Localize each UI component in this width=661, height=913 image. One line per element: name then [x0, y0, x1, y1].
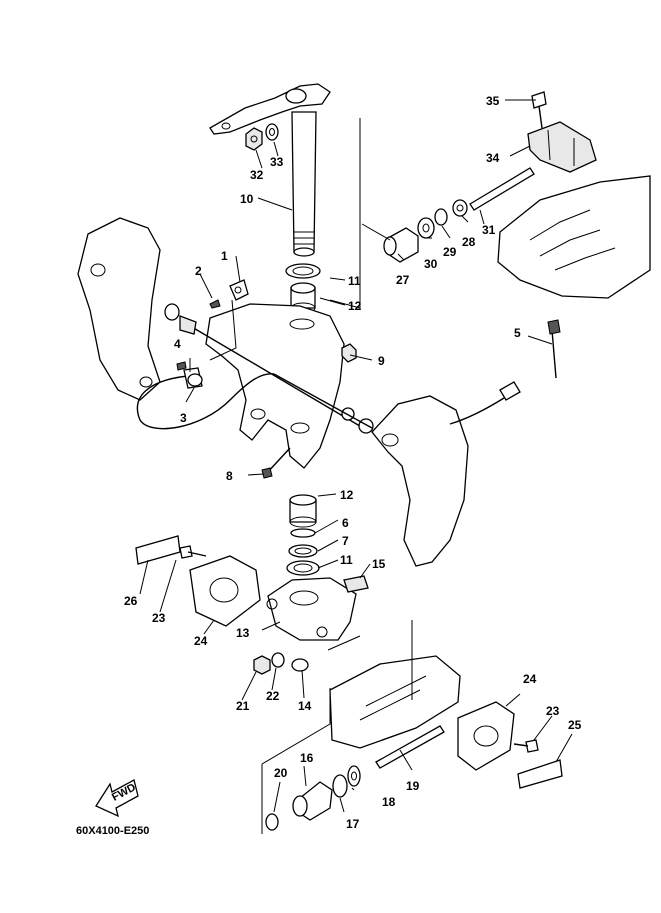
callout-11-upper: 11	[348, 274, 361, 288]
screw-4[interactable]	[176, 361, 187, 371]
washer-20[interactable]	[265, 813, 279, 831]
callout-15: 15	[372, 557, 386, 571]
callout-33: 33	[270, 155, 284, 169]
callout-19: 19	[406, 779, 420, 793]
screw-2[interactable]	[209, 299, 221, 309]
callout-32: 32	[250, 168, 264, 182]
callout-18: 18	[382, 795, 396, 809]
callout-21: 21	[236, 699, 250, 713]
callout-3: 3	[180, 411, 187, 425]
bolt-23-left[interactable]	[179, 545, 207, 559]
callout-20: 20	[274, 766, 288, 780]
rubber-15[interactable]	[343, 575, 369, 593]
bolt-35[interactable]	[531, 91, 547, 129]
callout-23-right: 23	[546, 704, 560, 718]
callout-14: 14	[298, 699, 312, 713]
callout-24-right: 24	[523, 672, 537, 686]
callout-35: 35	[486, 94, 500, 108]
callout-17: 17	[346, 817, 360, 831]
callout-27: 27	[396, 273, 410, 287]
callout-9: 9	[378, 354, 385, 368]
o-ring-6[interactable]	[290, 528, 316, 538]
callout-30: 30	[424, 257, 438, 271]
callout-4: 4	[174, 337, 181, 351]
washer-22[interactable]	[271, 652, 285, 668]
bolt-23-right[interactable]	[513, 739, 539, 753]
washer-17[interactable]	[332, 774, 348, 798]
clamp-bracket-left[interactable]	[77, 217, 161, 401]
callout-12-lower: 12	[340, 488, 354, 502]
nut-32[interactable]	[245, 127, 263, 151]
cable-clamp-3[interactable]	[187, 373, 203, 387]
callout-31: 31	[482, 223, 496, 237]
plate-25[interactable]	[517, 759, 563, 789]
bushing-12-lower[interactable]	[289, 494, 317, 528]
callout-24-left: 24	[194, 634, 208, 648]
lower-bracket-13[interactable]	[266, 577, 357, 641]
callout-22: 22	[266, 689, 280, 703]
washer-29[interactable]	[434, 208, 448, 226]
callout-7: 7	[342, 534, 349, 548]
callout-25: 25	[568, 718, 582, 732]
callout-10: 10	[240, 192, 254, 206]
ground-bolt-5[interactable]	[547, 319, 561, 379]
leader-lines	[139, 99, 573, 813]
callout-11-lower: 11	[340, 553, 353, 567]
callout-28: 28	[462, 235, 476, 249]
bolt-19[interactable]	[375, 725, 445, 769]
mount-cover-24-right[interactable]	[457, 701, 515, 771]
mount-bracket-34[interactable]	[527, 121, 597, 173]
washer-11-upper[interactable]	[285, 263, 321, 279]
callout-5: 5	[514, 326, 521, 340]
nut-21[interactable]	[253, 655, 271, 675]
screw-8[interactable]	[261, 447, 291, 479]
callout-6: 6	[342, 516, 349, 530]
callout-numbers: 35 34 10 33 32 31 28 29 30 27 11 12 1 2 …	[124, 94, 582, 831]
washer-33[interactable]	[265, 123, 279, 141]
callout-29: 29	[443, 245, 457, 259]
clamp-bracket-right[interactable]	[371, 395, 469, 567]
lower-casing-section	[329, 655, 461, 749]
callout-16: 16	[300, 751, 314, 765]
washer-14[interactable]	[291, 658, 309, 672]
cable-clamp-1[interactable]	[229, 279, 249, 301]
callout-23-left: 23	[152, 611, 166, 625]
callout-12-upper: 12	[348, 299, 362, 313]
callout-2: 2	[195, 264, 202, 278]
upper-mount-27[interactable]	[383, 227, 419, 263]
fwd-arrow-icon: FWD	[95, 779, 139, 818]
callout-26: 26	[124, 594, 138, 608]
plate-26[interactable]	[135, 535, 181, 565]
washer-18[interactable]	[347, 765, 361, 787]
washer-7[interactable]	[288, 544, 318, 558]
diagram-code: 60X4100-E250	[76, 825, 149, 837]
mount-cover-24-left[interactable]	[189, 555, 261, 627]
nut-9[interactable]	[341, 343, 357, 363]
washer-11-lower[interactable]	[286, 560, 320, 576]
callout-13: 13	[236, 626, 250, 640]
washer-30[interactable]	[417, 217, 435, 239]
washer-28[interactable]	[452, 199, 468, 217]
callout-8: 8	[226, 469, 233, 483]
swivel-bracket[interactable]	[205, 303, 345, 469]
bolt-31[interactable]	[469, 167, 535, 211]
upper-casing-section	[497, 175, 651, 299]
lower-mount-16[interactable]	[292, 781, 333, 821]
steering-arm-assembly[interactable]	[209, 83, 331, 257]
group-frame-lines	[261, 620, 413, 834]
callout-1: 1	[221, 249, 228, 263]
callout-34: 34	[486, 151, 500, 165]
